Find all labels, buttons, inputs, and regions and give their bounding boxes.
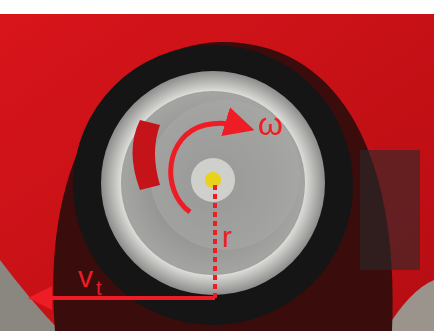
wheel-arch <box>53 42 392 331</box>
car-body <box>0 14 434 331</box>
velocity-arrow <box>40 296 215 300</box>
velocity-subscript: t <box>96 278 102 298</box>
radius-label: r <box>222 222 232 252</box>
radius-line <box>213 185 217 298</box>
rotation-arrow <box>171 123 240 212</box>
road <box>0 260 60 331</box>
spoke-blur <box>121 91 305 275</box>
top-strip <box>0 0 434 14</box>
velocity-label: v <box>78 262 93 292</box>
omega-label: ω <box>258 108 283 140</box>
brake-caliper <box>133 120 161 190</box>
tire <box>73 45 353 325</box>
side-vent <box>360 150 420 270</box>
